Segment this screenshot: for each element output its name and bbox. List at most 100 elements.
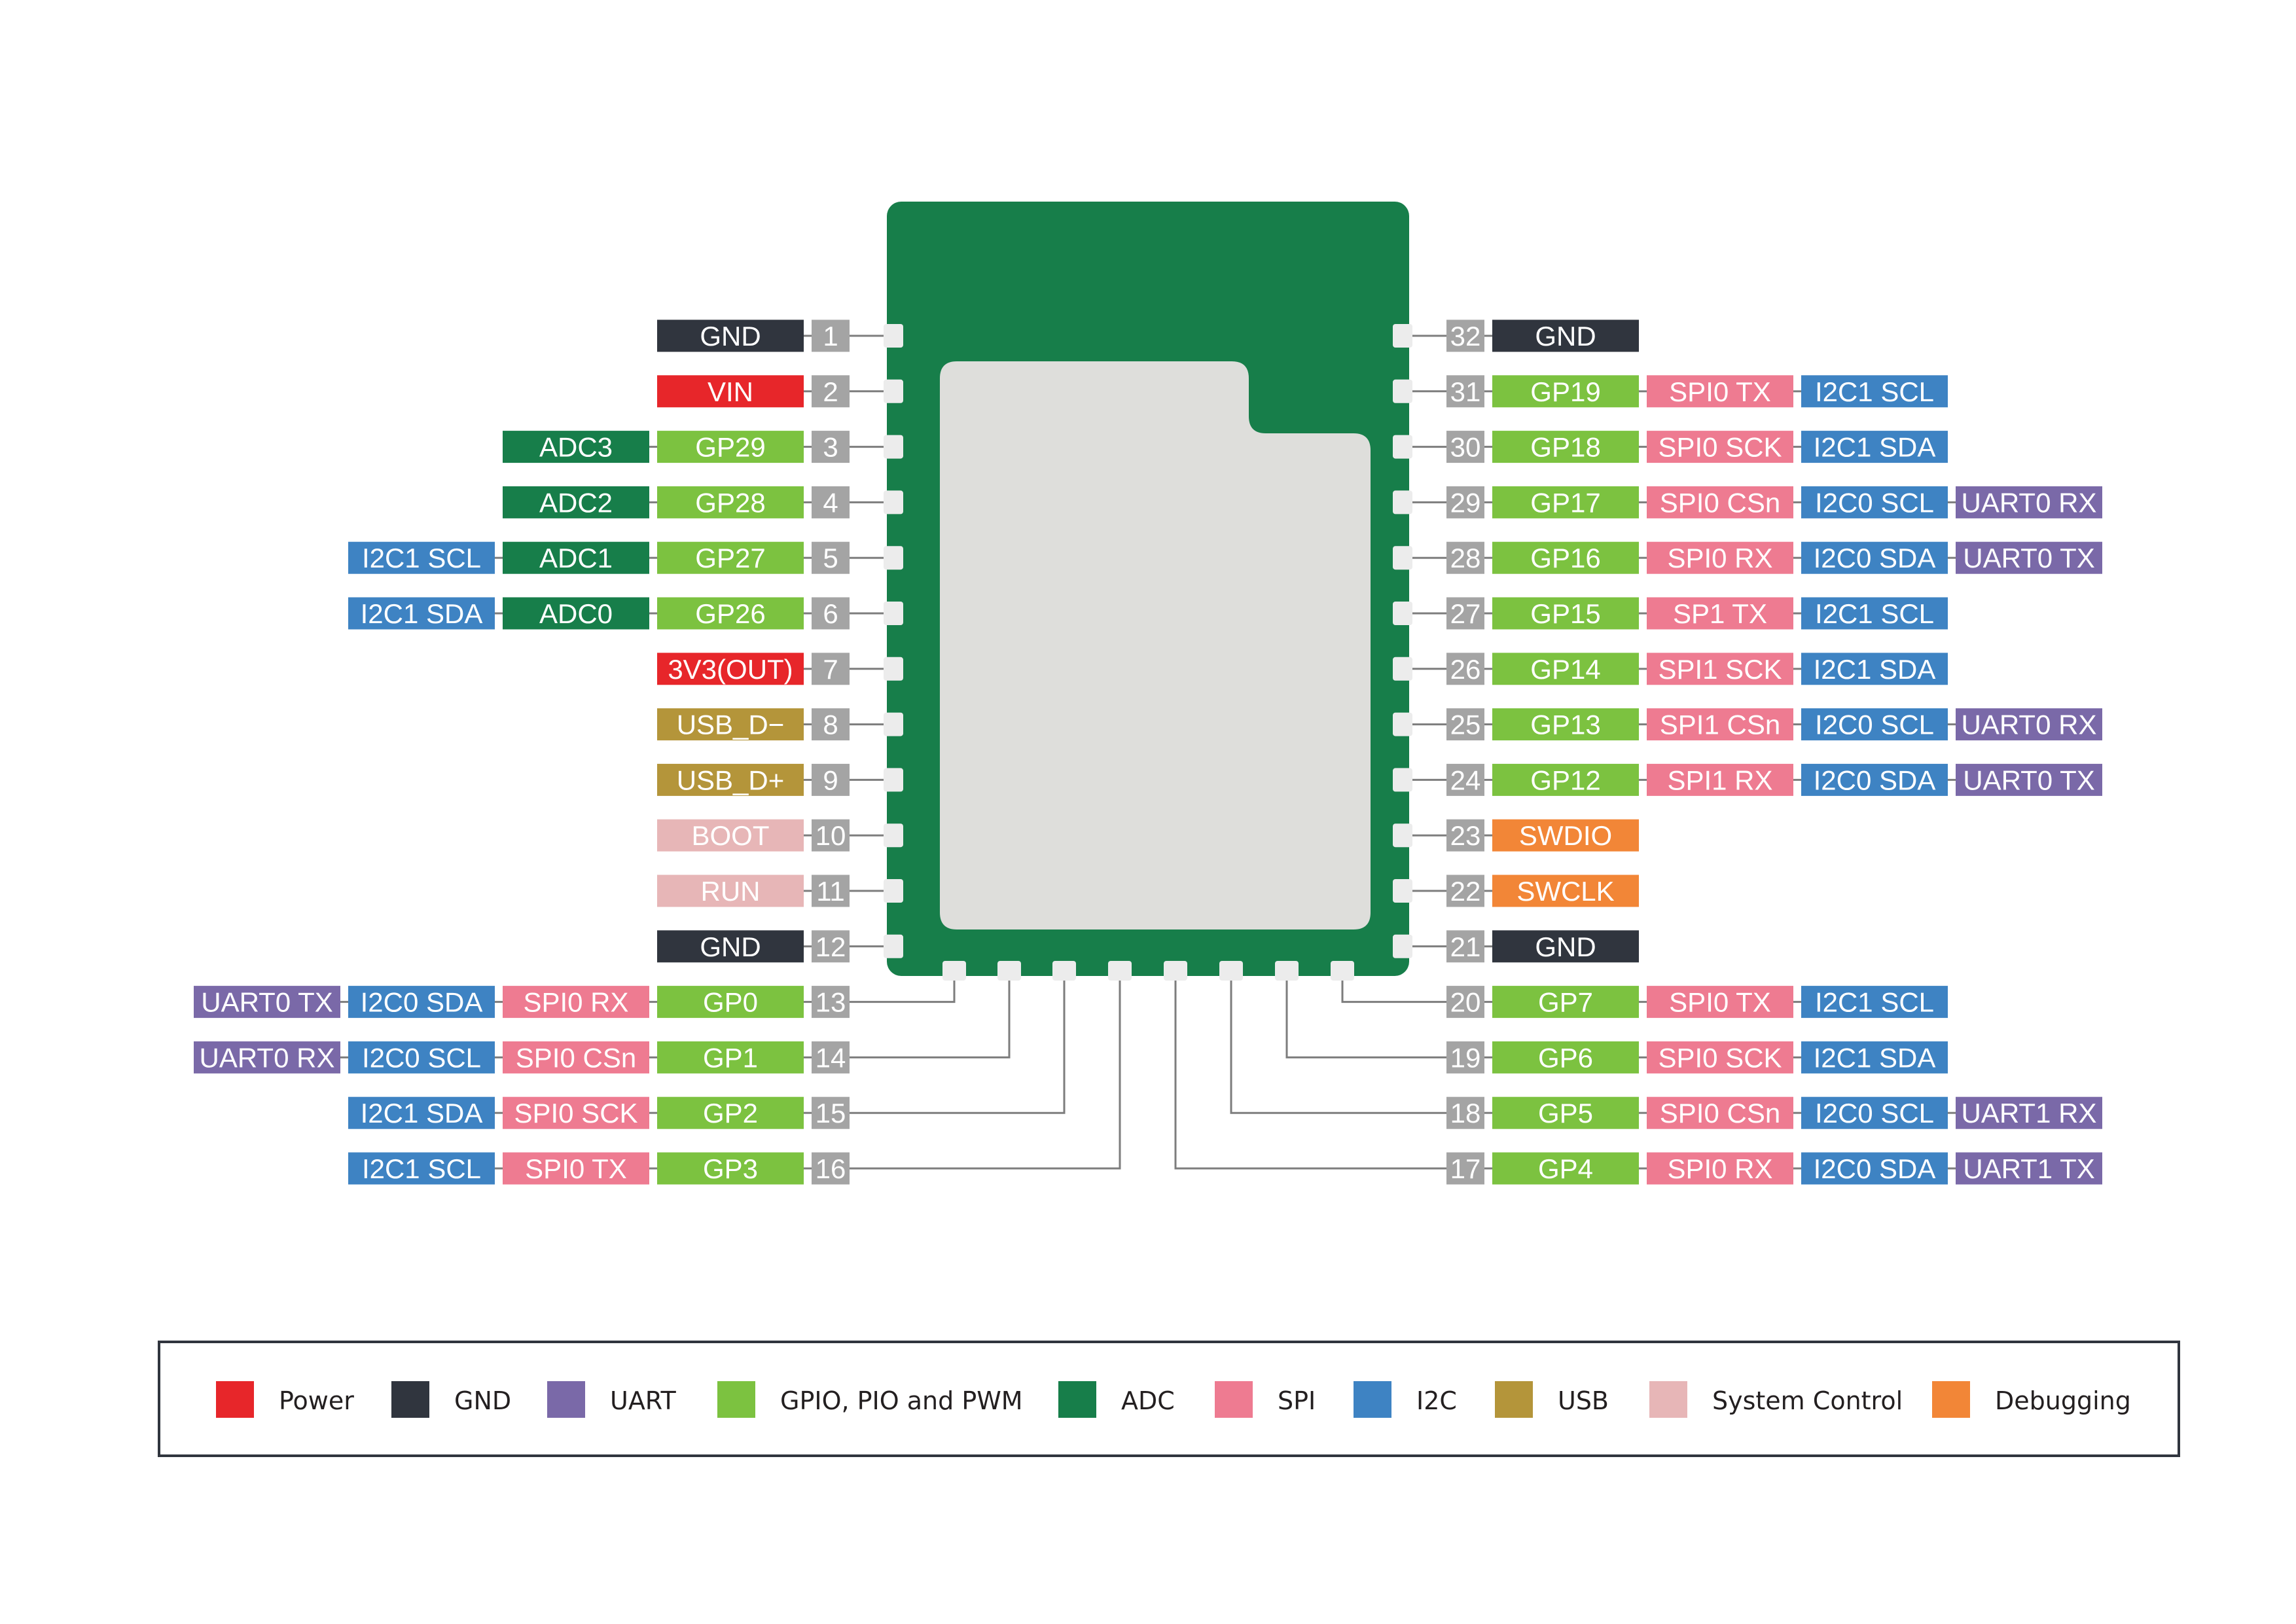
pin-tag-i2c0-sda: I2C0 SDA <box>1801 763 1948 796</box>
tag-label: VIN <box>708 376 753 407</box>
tag-label: GND <box>1535 321 1596 352</box>
module-board <box>884 202 1412 981</box>
tag-label: SPI0 TX <box>1669 376 1771 407</box>
pin-number-box <box>812 319 850 352</box>
tag-label: I2C1 SDA <box>1814 1042 1936 1073</box>
tag-label: GP5 <box>1538 1098 1593 1128</box>
legend-swatch <box>1215 1381 1253 1418</box>
tag-background <box>348 597 495 630</box>
tag-background <box>657 486 804 518</box>
pin-tag-uart0-rx: UART0 RX <box>194 1041 340 1074</box>
pin-number: 21 <box>1450 931 1481 962</box>
legend-item-power: Power <box>216 1381 354 1418</box>
tag-background <box>1801 541 1948 574</box>
tag-label: GP7 <box>1538 987 1593 1018</box>
pin-number-box <box>1446 541 1484 574</box>
pin-tag-gp18: GP18 <box>1492 431 1639 463</box>
tag-background <box>348 1096 495 1129</box>
pin-number-box <box>812 653 850 685</box>
legend-swatch <box>717 1381 755 1418</box>
pin-tag-gp16: GP16 <box>1492 541 1639 574</box>
pin-number: 5 <box>823 543 838 573</box>
legend-item-debugging: Debugging <box>1932 1381 2131 1418</box>
bottom-pad <box>1164 961 1187 981</box>
tag-background <box>1801 486 1948 518</box>
pin-number: 1 <box>823 321 838 352</box>
tag-label: ADC2 <box>539 487 613 518</box>
tag-label: I2C0 SDA <box>1814 543 1936 573</box>
tag-label: I2C1 SDA <box>361 1098 483 1128</box>
tag-label: GP16 <box>1530 543 1600 573</box>
tag-label: GP18 <box>1530 432 1600 463</box>
tag-background <box>1956 763 2102 796</box>
pin-tag-i2c1-scl: I2C1 SCL <box>1801 986 1948 1019</box>
bottom-pad <box>1331 961 1354 981</box>
pin-number-box <box>1446 319 1484 352</box>
pin-tag-gnd: GND <box>657 319 804 352</box>
pin-tag-spi0-tx: SPI0 TX <box>1647 375 1793 408</box>
pin-tag-gp3: GP3 <box>657 1152 804 1185</box>
pin-tag-i2c0-sda: I2C0 SDA <box>1801 1152 1948 1185</box>
tag-background <box>503 486 649 518</box>
tag-background <box>1647 597 1793 630</box>
tag-label: I2C1 SCL <box>362 1153 481 1184</box>
tag-background <box>1647 486 1793 518</box>
legend-swatch <box>1932 1381 1970 1418</box>
pin-tag-gp0: GP0 <box>657 986 804 1019</box>
connector-line <box>850 975 1066 1114</box>
tag-background <box>657 708 804 741</box>
tag-label: I2C0 SDA <box>361 987 483 1018</box>
pin-tag-spi0-sck: SPI0 SCK <box>503 1096 649 1129</box>
tag-background <box>348 541 495 574</box>
tag-background <box>1492 819 1639 852</box>
legend-item-system-control: System Control <box>1649 1381 1903 1418</box>
pin-number-box <box>1446 1041 1484 1074</box>
tag-background <box>503 1152 649 1185</box>
legend-label: Debugging <box>1995 1386 2131 1415</box>
pin-number: 3 <box>823 432 838 463</box>
tag-label: I2C1 SCL <box>1815 598 1934 629</box>
tag-background <box>1492 1152 1639 1185</box>
pin-tag-uart1-tx: UART1 TX <box>1956 1152 2102 1185</box>
pin-number: 26 <box>1450 654 1481 685</box>
left-pad <box>884 934 903 958</box>
tag-label: GND <box>700 931 761 962</box>
right-pad <box>1393 934 1412 958</box>
tag-background <box>1647 431 1793 463</box>
tag-background <box>1647 763 1793 796</box>
right-pad <box>1393 546 1412 570</box>
right-pad <box>1393 379 1412 403</box>
pin-tag-gp1: GP1 <box>657 1041 804 1074</box>
connector-line <box>1230 975 1446 1114</box>
pin-number-box <box>1446 1152 1484 1185</box>
tag-label: SPI0 TX <box>525 1153 627 1184</box>
tag-background <box>1492 375 1639 408</box>
pin-tag-i2c1-sda: I2C1 SDA <box>348 597 495 630</box>
pin-tag-uart1-rx: UART1 RX <box>1956 1096 2102 1129</box>
pin-tag-gp27: GP27 <box>657 541 804 574</box>
pin-tag-adc0: ADC0 <box>503 597 649 630</box>
connector-line <box>1174 975 1446 1170</box>
pin-number: 28 <box>1450 543 1481 573</box>
legend-label: USB <box>1558 1386 1609 1415</box>
tag-background <box>1801 653 1948 685</box>
pin-tag-uart0-tx: UART0 TX <box>1956 541 2102 574</box>
tag-label: GP3 <box>703 1153 758 1184</box>
pin-tag-i2c1-sda: I2C1 SDA <box>348 1096 495 1129</box>
legend-item-usb: USB <box>1495 1381 1609 1418</box>
pin-tag-uart0-rx: UART0 RX <box>1956 708 2102 741</box>
tag-background <box>194 986 340 1019</box>
tag-label: GP4 <box>1538 1153 1593 1184</box>
pin-tag-i2c1-sda: I2C1 SDA <box>1801 1041 1948 1074</box>
tag-label: SPI1 SCK <box>1658 654 1782 685</box>
tag-background <box>1801 1096 1948 1129</box>
pin-number: 7 <box>823 654 838 685</box>
tag-label: SPI0 SCK <box>1658 432 1782 463</box>
